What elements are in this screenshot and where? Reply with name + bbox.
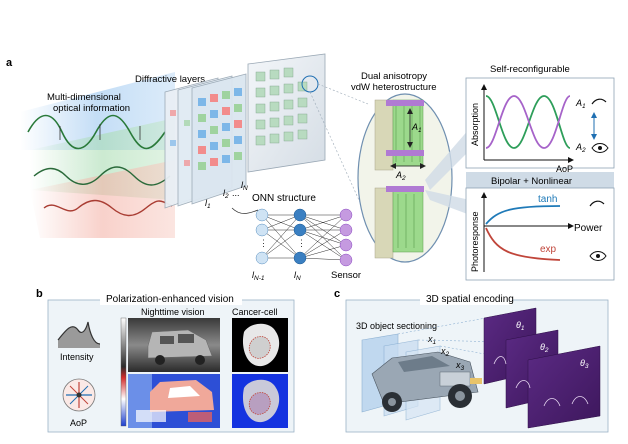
- intensity-label: Intensity: [60, 352, 94, 362]
- exp-label: exp: [540, 244, 557, 255]
- bipolar-title: Bipolar + Nonlinear: [491, 176, 572, 187]
- panel-c-title-bg: [420, 293, 512, 305]
- layer-pixels: [170, 88, 242, 170]
- onn-structure-label: ONN structure: [252, 193, 316, 204]
- input-label-line2: optical information: [53, 103, 130, 114]
- self-config-panel: [465, 77, 615, 169]
- absorption-axis-label: Absorption: [470, 103, 480, 146]
- curve-a2: [485, 95, 571, 149]
- eye-closed-icon-2: [589, 200, 605, 207]
- diffractive-layers-label: Diffractive layers: [135, 74, 205, 85]
- input-label-line1: Multi-dimensional: [47, 92, 121, 103]
- a1-label: A1: [411, 122, 422, 134]
- theta3-label: θ3: [580, 358, 589, 370]
- cancer-intensity-image: [232, 318, 288, 372]
- eye-open-icon-2: [589, 251, 607, 261]
- nighttime-aop-image: [128, 374, 220, 428]
- colorbar: [120, 317, 127, 427]
- optical-beams: [20, 72, 175, 238]
- panel-b-title-bg: [100, 293, 242, 305]
- theta-planes: [483, 307, 601, 429]
- sensor-array: [247, 53, 369, 221]
- cancer-cell-label: Cancer-cell: [232, 307, 278, 317]
- truck-model: [371, 351, 482, 412]
- eye-closed-icon: [591, 98, 607, 105]
- ldots-label: ...: [232, 188, 240, 198]
- a2-label: A2: [395, 170, 406, 182]
- panel-b-title: Polarization-enhanced vision: [106, 294, 234, 305]
- node-mid-label: lN: [294, 270, 301, 282]
- theta1-label: θ1: [516, 320, 525, 332]
- photoresponse-axis-label: Photoresponse: [470, 211, 480, 272]
- panel-c-letter: c: [334, 288, 340, 300]
- power-axis-label: Power: [574, 223, 603, 234]
- bipolar-header-bg: [466, 172, 614, 188]
- panel-c-title: 3D spatial encoding: [426, 294, 514, 305]
- self-config-header-bg: [466, 60, 614, 76]
- x1-label: x1: [427, 334, 437, 346]
- tanh-curve: [485, 205, 561, 225]
- wave-green: [27, 114, 166, 150]
- sensor-label: Sensor: [331, 270, 361, 281]
- panel-a-letter: a: [6, 57, 13, 69]
- heterostructure-lens: [357, 93, 470, 263]
- onn-dots-mid: ⋮: [297, 238, 306, 248]
- self-config-title: Self-reconfigurable: [490, 64, 570, 75]
- x3-label: x3: [455, 360, 465, 372]
- tanh-label: tanh: [538, 194, 557, 205]
- nighttime-label: Nighttime vision: [141, 307, 205, 317]
- hetero-label-line1: Dual anisotropy: [361, 71, 427, 82]
- theta2-label: θ2: [540, 342, 549, 354]
- curve-a1-label: A1: [575, 98, 586, 110]
- x2-label: x2: [440, 346, 450, 358]
- onn-network: [255, 208, 353, 267]
- hetero-label-line2: vdW heterostructure: [351, 82, 437, 93]
- onn-dots-left: ⋮: [259, 238, 268, 248]
- panel-b-letter: b: [36, 288, 43, 300]
- exp-curve: [485, 227, 561, 261]
- node-left-label: lN-1: [252, 270, 265, 282]
- cancer-aop-image: [232, 374, 288, 428]
- curve-a2-label: A2: [575, 142, 586, 154]
- wave-dark-green: [33, 166, 171, 186]
- nighttime-intensity-image: [128, 318, 220, 372]
- l1-label: l1: [205, 198, 211, 210]
- bipolar-panel: [465, 187, 615, 281]
- eye-open-icon: [591, 143, 609, 153]
- aop-axis-label: AoP: [556, 164, 573, 174]
- wave-red: [43, 199, 173, 217]
- layer-to-onn-arrow: [231, 207, 259, 214]
- lN-label: lN: [241, 180, 248, 192]
- aop-icon: [62, 378, 96, 412]
- aop-label: AoP: [70, 418, 87, 428]
- diffractive-layers: [164, 73, 247, 209]
- sectioning-label: 3D object sectioning: [356, 321, 437, 331]
- l2-label: l2: [223, 188, 229, 200]
- intensity-icon: [57, 321, 101, 348]
